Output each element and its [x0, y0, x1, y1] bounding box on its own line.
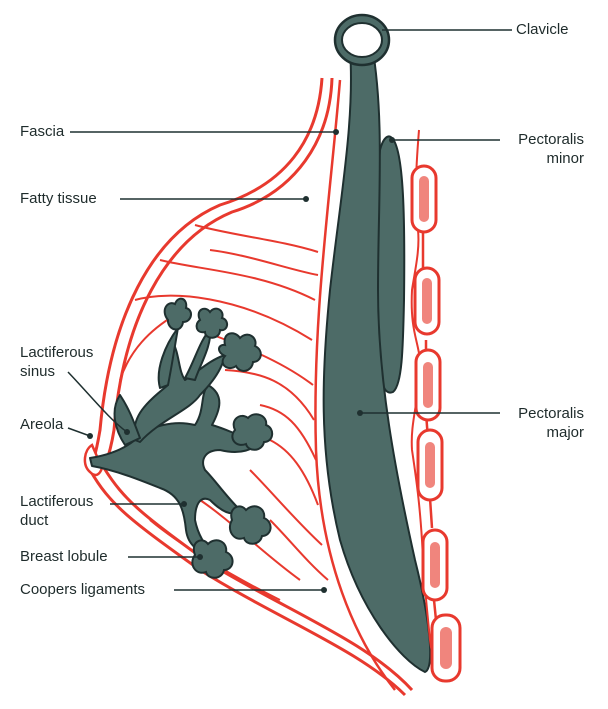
label-pectoralis-minor: Pectoralis minor	[500, 130, 584, 168]
label-pectoralis-minor-line2: minor	[546, 150, 584, 167]
label-lactiferous-sinus-line1: Lactiferous	[20, 344, 94, 361]
label-pectoralis-major: Pectoralis major	[500, 404, 584, 442]
label-clavicle: Clavicle	[516, 21, 569, 38]
label-pectoralis-major-line1: Pectoralis	[518, 405, 584, 422]
label-fascia: Fascia	[20, 123, 65, 140]
label-areola: Areola	[20, 416, 64, 433]
label-breast-lobule: Breast lobule	[20, 548, 108, 565]
label-lactiferous-sinus-line2: sinus	[20, 363, 56, 380]
fascia-line	[314, 79, 396, 691]
label-fatty-tissue: Fatty tissue	[20, 190, 97, 207]
label-coopers-ligaments: Coopers ligaments	[20, 581, 146, 598]
leader-lines	[67, 29, 512, 591]
lactiferous-ducts	[89, 327, 261, 553]
pectoralis-major-shape	[322, 43, 432, 674]
ribs	[410, 129, 462, 683]
label-lactiferous-duct-line2: duct	[20, 512, 49, 529]
label-lactiferous-sinus: Lactiferous sinus	[20, 343, 93, 381]
leader-dots	[87, 129, 395, 593]
clavicle-shape	[333, 13, 391, 67]
label-pectoralis-minor-line1: Pectoralis	[518, 131, 584, 148]
label-pectoralis-major-line2: major	[546, 424, 584, 441]
breast-lobules	[163, 297, 274, 579]
label-lactiferous-duct-line1: Lactiferous	[20, 493, 94, 510]
label-lactiferous-duct: Lactiferous duct	[20, 492, 93, 530]
